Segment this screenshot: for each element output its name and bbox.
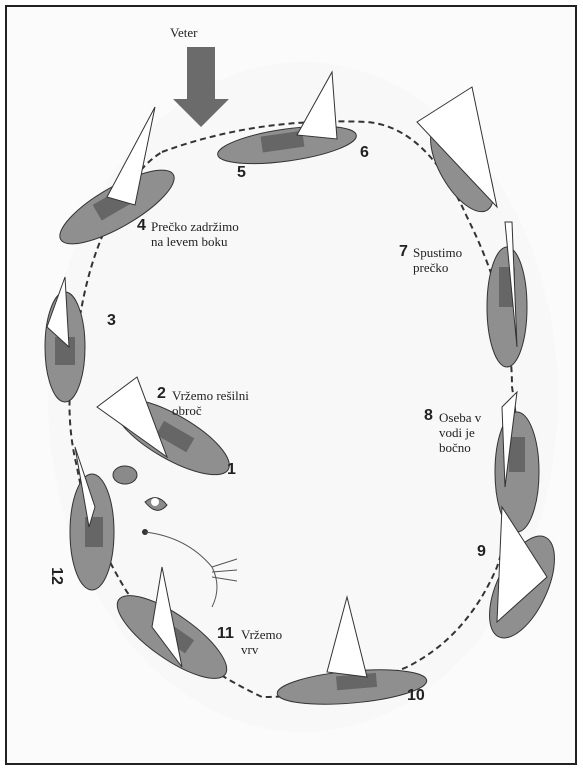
figure-frame: Veter 5 6 4 3 7 2 1 8 9 11 10 12 Prečko … <box>5 5 577 765</box>
position-7-caption: Spustimo prečko <box>413 245 462 275</box>
position-4-number: 4 <box>137 217 146 235</box>
position-2-caption: Vržemo rešilni obroč <box>172 388 249 418</box>
wind-label: Veter <box>170 25 197 41</box>
position-10-number: 10 <box>407 687 425 705</box>
position-5-number: 5 <box>237 164 246 182</box>
life-ring <box>113 466 137 484</box>
position-1-number: 1 <box>227 461 236 479</box>
position-7-number: 7 <box>399 243 408 261</box>
position-8-caption: Oseba v vodi je bočno <box>439 410 481 455</box>
position-3-number: 3 <box>107 312 116 330</box>
man-overboard-diagram <box>7 7 579 767</box>
position-11-caption: Vržemo vrv <box>241 627 282 657</box>
position-2-number: 2 <box>157 385 166 403</box>
position-8-number: 8 <box>424 407 433 425</box>
position-6-number: 6 <box>360 144 369 162</box>
position-11-number: 11 <box>217 625 234 643</box>
position-12-number: 12 <box>47 567 65 585</box>
position-9-number: 9 <box>477 543 486 561</box>
position-4-caption: Prečko zadržimo na levem boku <box>151 219 239 249</box>
